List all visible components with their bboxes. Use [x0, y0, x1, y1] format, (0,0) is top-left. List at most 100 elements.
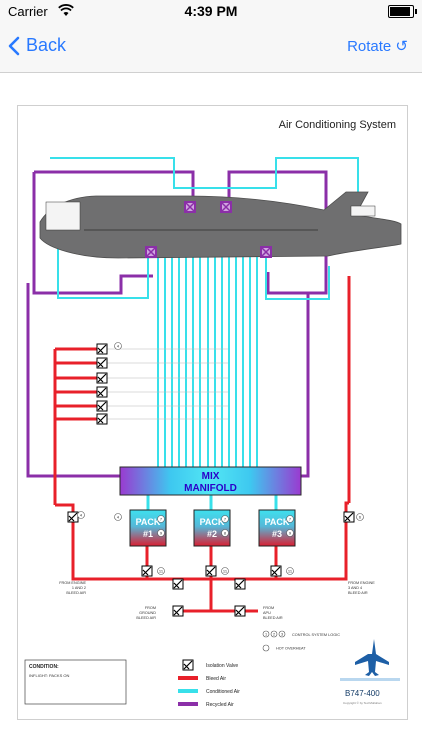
source-label-ground: BLEED AIR: [136, 616, 156, 620]
callout-number: 6: [359, 515, 362, 520]
logic-number: 3: [281, 633, 283, 637]
callout-number: 9: [289, 531, 292, 536]
chevron-left-icon: [8, 36, 20, 55]
recycled-air-line: [34, 170, 195, 203]
isolation-valve: [205, 565, 217, 577]
logic-marker: [270, 630, 278, 638]
condition-text: INFLIGHT: PACKS ON: [29, 673, 69, 678]
wifi-icon: [58, 4, 74, 16]
zone-trim-valve: [145, 246, 157, 258]
legend-label: Conditioned Air: [206, 689, 240, 695]
callout-number: 11: [159, 569, 164, 574]
back-label: Back: [26, 35, 67, 55]
callout-number: 11: [288, 569, 293, 574]
clock: 4:39 PM: [184, 3, 238, 19]
isolation-valve: [96, 413, 108, 425]
zone-trim-valve: [220, 201, 232, 213]
legend-swatch: [178, 702, 198, 706]
back-button[interactable]: Back: [8, 35, 66, 56]
callout-marker: [221, 515, 229, 523]
isolation-valve: [96, 343, 108, 355]
conditioned-air-line: [265, 256, 330, 300]
pack-body: [258, 509, 296, 547]
isolation-valve: [141, 565, 153, 577]
logic-marker: [278, 630, 286, 638]
legend-label: Recycled Air: [206, 702, 234, 708]
valve-mark: [235, 606, 245, 616]
overheat-note: HOT OVERHEAT: [276, 647, 306, 651]
logic-marker: [262, 630, 270, 638]
valve-mark: [235, 579, 245, 589]
valve-mark: [97, 344, 107, 354]
callout-number: 4: [117, 344, 120, 349]
condition-box: [24, 659, 127, 705]
trim-valve-mark: [220, 201, 232, 213]
logo-ground-band: [340, 678, 400, 681]
valve-mark: [271, 566, 281, 576]
pack-label: #1: [143, 529, 153, 539]
isolation-valve: [343, 511, 355, 523]
isolation-valve: [96, 400, 108, 412]
zone-trim-valve: [184, 201, 196, 213]
mix-manifold: [119, 466, 302, 496]
aircraft-logo: [355, 639, 389, 676]
source-label-apu: BLEED AIR: [263, 616, 283, 620]
fuselage-shape: [39, 191, 402, 259]
valve-mark: [68, 512, 78, 522]
callout-marker: [286, 515, 294, 523]
pack-label: PACK: [200, 517, 225, 527]
callout-number: 11: [223, 569, 228, 574]
callout-marker: [221, 567, 229, 575]
callout-marker: [157, 515, 165, 523]
air-conditioning-schematic: Air Conditioning System MIXMANIFOLDPACK#…: [24, 119, 402, 708]
callout-number: 4: [80, 513, 83, 518]
conditioned-air-line: [50, 157, 359, 196]
isolation-valve: [172, 578, 184, 590]
isolation-valve: [234, 578, 246, 590]
pack-3: PACK#3: [258, 509, 296, 547]
callout-marker: [77, 511, 85, 519]
callout-number: 7: [224, 517, 227, 522]
callout-number: 7: [289, 517, 292, 522]
isolation-valve: [270, 565, 282, 577]
isolation-valve: [234, 605, 246, 617]
valve-mark: [173, 606, 183, 616]
bleed-air-line: [55, 503, 75, 561]
battery-icon: [388, 5, 417, 18]
valve-mark: [97, 373, 107, 383]
mix-manifold-label: MIX: [202, 471, 220, 482]
callout-number: 9: [160, 531, 163, 536]
rotate-button[interactable]: Rotate ↺: [347, 38, 408, 55]
source-label-apu: APU: [263, 611, 271, 615]
valve-mark: [183, 660, 193, 670]
valve-mark: [142, 566, 152, 576]
control-logic-note: CONTROL SYSTEM LOGIC: [292, 633, 340, 637]
valve-mark: [97, 401, 107, 411]
legend-label: Bleed Air: [206, 676, 226, 682]
callout-number: 7: [160, 517, 163, 522]
valve-mark: [97, 387, 107, 397]
pack-label: PACK: [136, 517, 161, 527]
isolation-valve: [67, 511, 79, 523]
source-label-engine-1-2: BLEED AIR: [66, 591, 86, 595]
valve-mark: [97, 358, 107, 368]
callout-marker: [286, 529, 294, 537]
legend-swatch: [178, 689, 198, 693]
isolation-valve: [96, 372, 108, 384]
isolation-valve: [96, 357, 108, 369]
tail-panel: [350, 205, 376, 217]
callout-marker: [114, 513, 122, 521]
status-bar: Carrier 4:39 PM: [0, 0, 422, 22]
source-label-engine-1-2: FROM ENGINE: [59, 581, 86, 585]
valve-mark: [344, 512, 354, 522]
callout-marker: [157, 567, 165, 575]
bleed-air-line: [344, 501, 349, 561]
isolation-valve: [96, 386, 108, 398]
callout-marker: [157, 529, 165, 537]
logic-number: 1: [265, 633, 267, 637]
trim-valve-mark: [145, 246, 157, 258]
valve-mark: [206, 566, 216, 576]
source-label-engine-1-2: 1 AND 2: [72, 586, 86, 590]
legend-label: Isolation Valve: [206, 663, 238, 669]
